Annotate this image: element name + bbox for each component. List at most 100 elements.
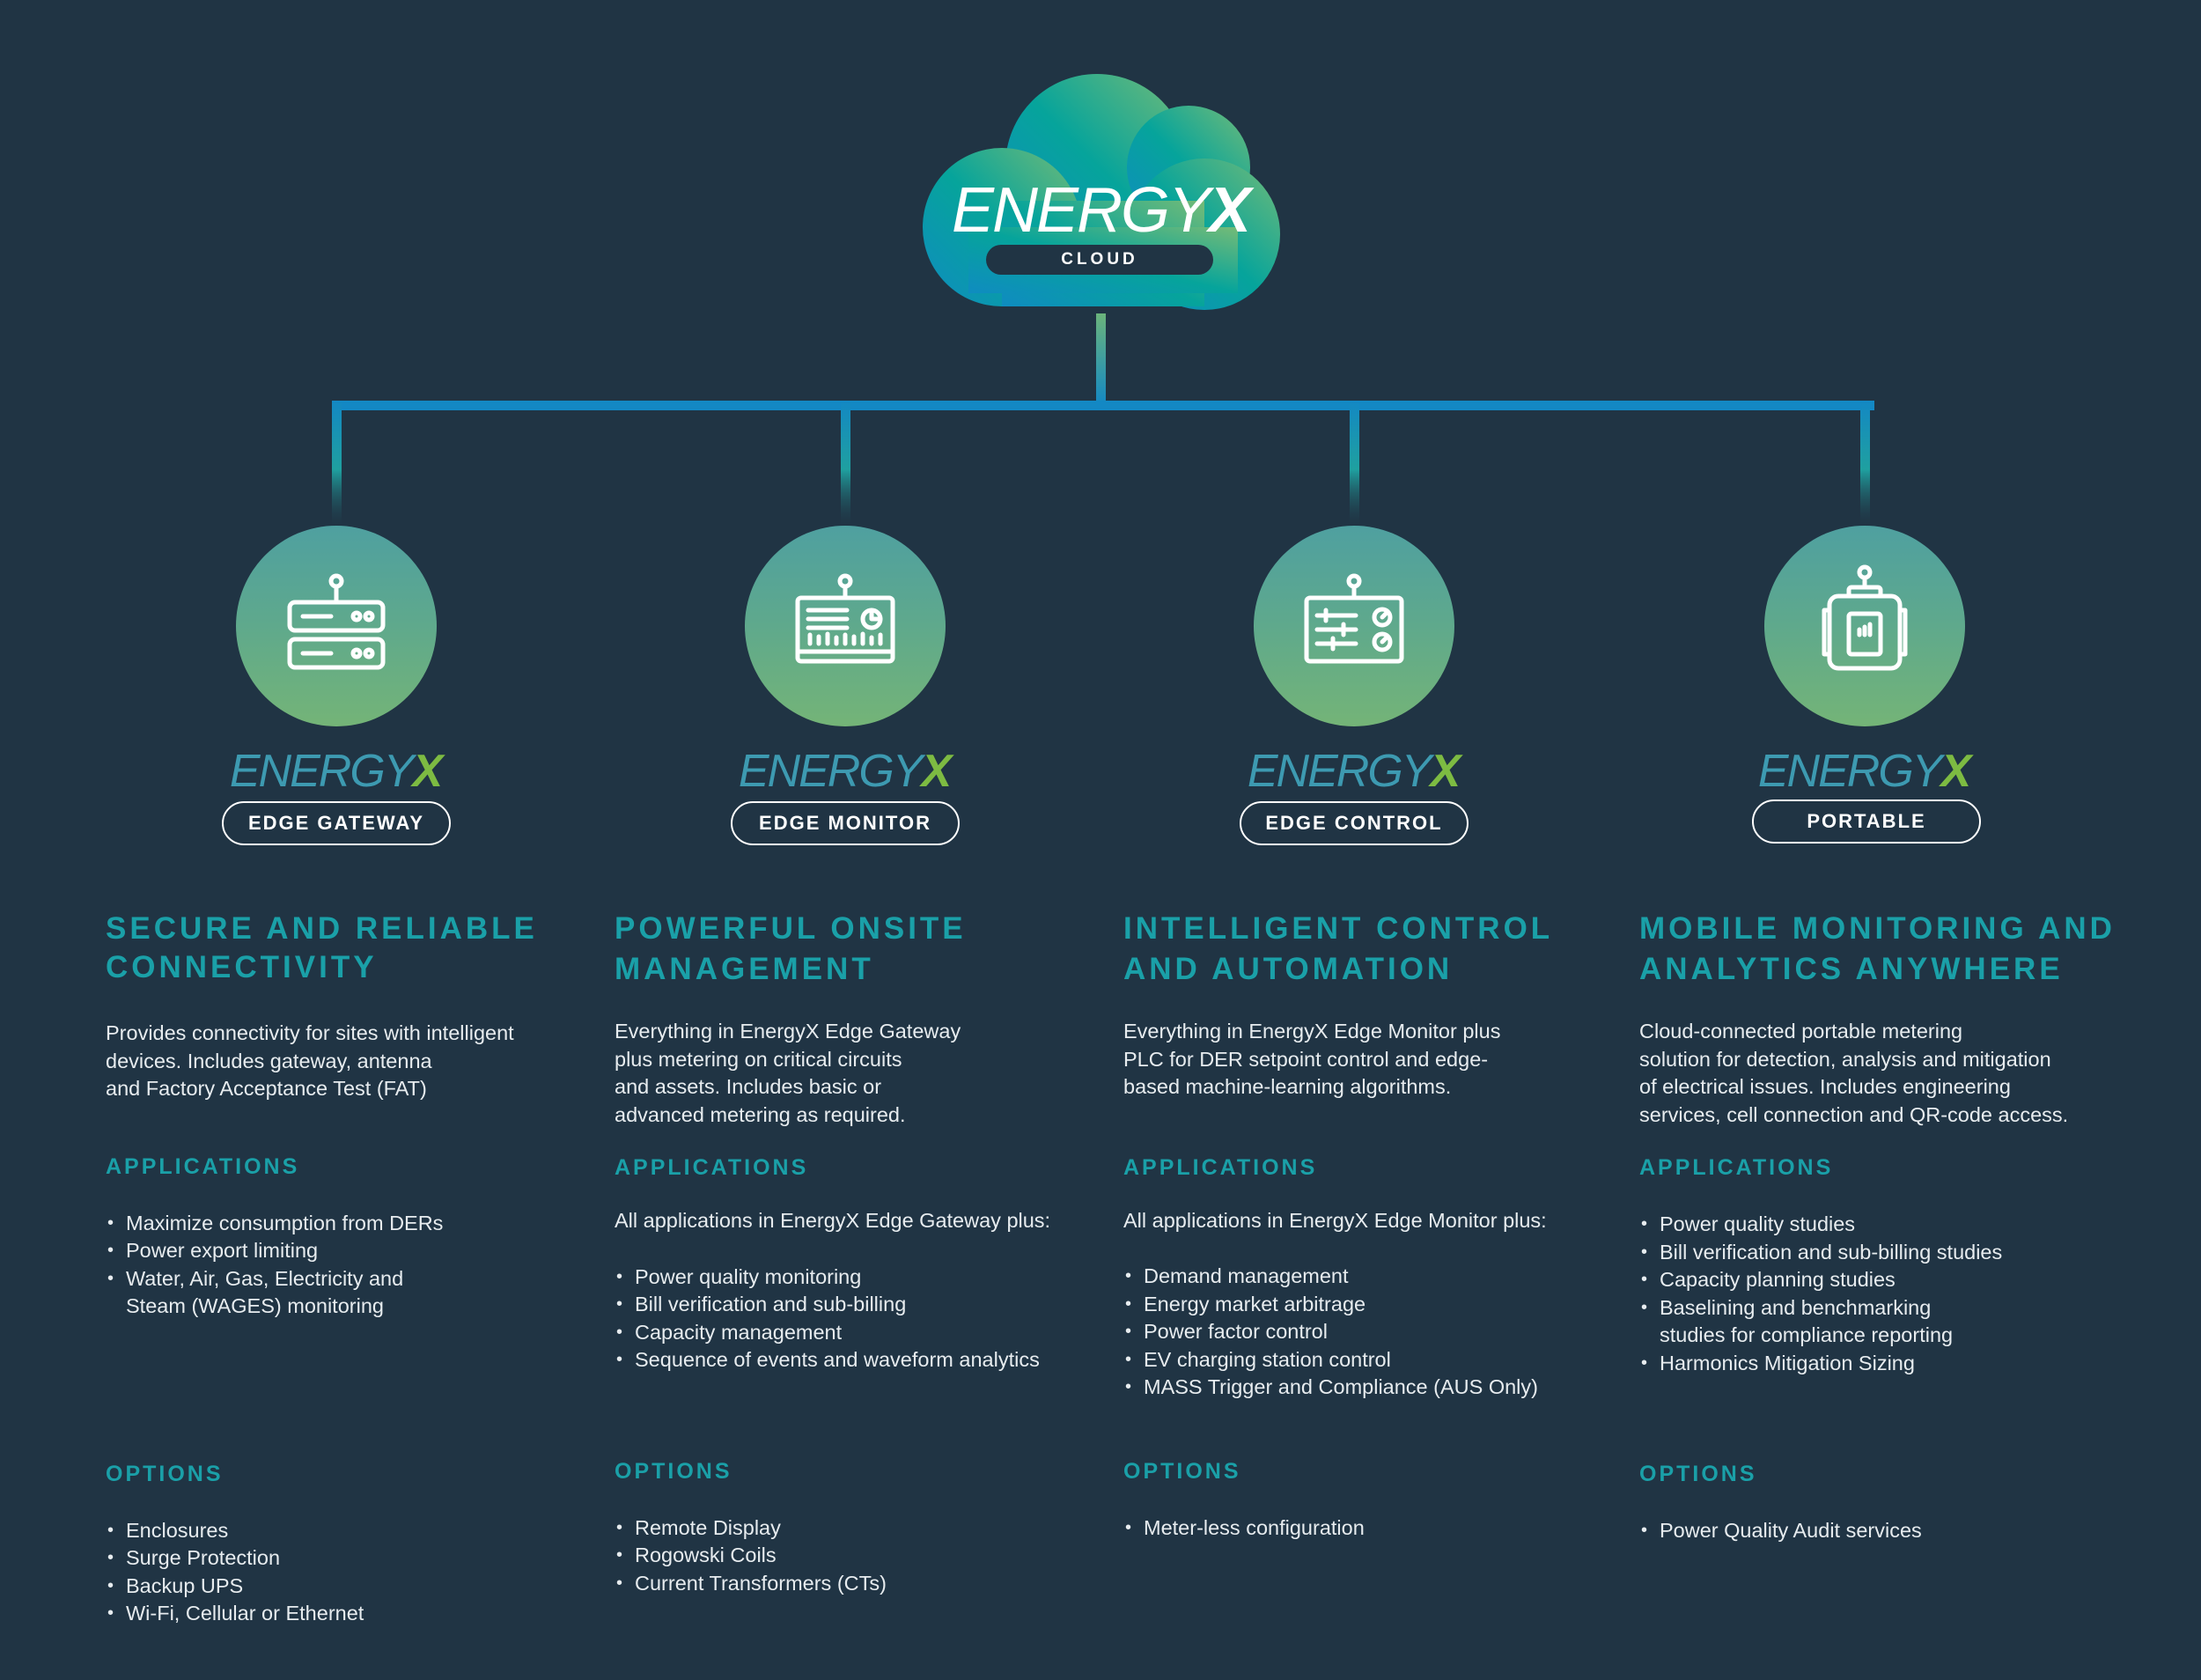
applications-heading: APPLICATIONS xyxy=(106,1153,300,1179)
device-circle-control xyxy=(1254,526,1454,726)
list-item: Maximize consumption from DERs xyxy=(106,1210,599,1238)
device-brand: ENERGY xyxy=(1757,746,1943,797)
energyx-cloud: ENERGYX CLOUD xyxy=(916,69,1285,319)
list-item: Water, Air, Gas, Electricity and xyxy=(106,1265,599,1293)
device-label-control: EDGE CONTROL xyxy=(1240,801,1469,845)
drop-line-monitor xyxy=(841,401,850,526)
list-item: Capacity planning studies xyxy=(1639,1266,2168,1294)
column-description: Cloud-connected portable metering soluti… xyxy=(1639,1018,2168,1129)
description-line: of electrical issues. Includes engineeri… xyxy=(1639,1075,2011,1098)
applications-heading: APPLICATIONS xyxy=(615,1155,809,1180)
list-item: Sequence of events and waveform analytic… xyxy=(615,1346,1108,1374)
list-item: Energy market arbitrage xyxy=(1123,1291,1616,1319)
list-item: Backup UPS xyxy=(106,1573,599,1601)
title-line: SECURE AND RELIABLE xyxy=(106,911,538,946)
list-item: Demand management xyxy=(1123,1263,1616,1291)
device-logo-portable: ENERGYX xyxy=(1724,748,2006,794)
list-item: Meter-less configuration xyxy=(1123,1514,1616,1543)
horizontal-bus-line xyxy=(332,401,1874,410)
list-item: Baselining and benchmarking xyxy=(1639,1294,2168,1323)
column-title: INTELLIGENT CONTROL AND AUTOMATION xyxy=(1123,909,1616,990)
device-brand: ENERGY xyxy=(229,746,415,797)
description-line: solution for detection, analysis and mit… xyxy=(1639,1047,2051,1071)
device-circle-monitor xyxy=(745,526,946,726)
description-line: Provides connectivity for sites with int… xyxy=(106,1021,514,1044)
description-line: and Factory Acceptance Test (FAT) xyxy=(106,1077,427,1100)
title-line: ANALYTICS ANYWHERE xyxy=(1639,952,2064,986)
list-item: Surge Protection xyxy=(106,1544,599,1573)
options-heading: OPTIONS xyxy=(615,1458,732,1484)
list-item: Steam (WAGES) monitoring xyxy=(106,1293,599,1321)
monitor-display-icon xyxy=(795,573,895,664)
list-item: Power quality monitoring xyxy=(615,1264,1108,1292)
options-heading: OPTIONS xyxy=(106,1461,224,1486)
title-line: INTELLIGENT CONTROL xyxy=(1123,911,1554,946)
title-line: MANAGEMENT xyxy=(615,952,874,986)
cloud-logo: ENERGYX xyxy=(916,179,1285,242)
options-list: Meter-less configuration xyxy=(1123,1514,1616,1543)
description-line: Everything in EnergyX Edge Monitor plus xyxy=(1123,1020,1501,1043)
list-item: Capacity management xyxy=(615,1319,1108,1347)
device-brand: ENERGY xyxy=(1247,746,1432,797)
options-list: Power Quality Audit services xyxy=(1639,1517,2168,1545)
description-line: Everything in EnergyX Edge Gateway xyxy=(615,1020,961,1043)
device-circle-gateway xyxy=(236,526,437,726)
applications-list: Power quality studies Bill verification … xyxy=(1639,1211,2168,1377)
column-title: SECURE AND RELIABLE CONNECTIVITY xyxy=(106,909,599,988)
options-list: Enclosures Surge Protection Backup UPS W… xyxy=(106,1517,599,1628)
drop-line-control xyxy=(1350,401,1359,526)
title-line: MOBILE MONITORING AND xyxy=(1639,911,2116,946)
column-edge-monitor: POWERFUL ONSITE MANAGEMENT Everything in… xyxy=(615,909,1108,1597)
device-brand-mark: X xyxy=(921,746,953,797)
applications-intro: All applications in EnergyX Edge Gateway… xyxy=(615,1209,1051,1232)
list-item: MASS Trigger and Compliance (AUS Only) xyxy=(1123,1374,1616,1402)
applications-heading: APPLICATIONS xyxy=(1639,1155,1834,1180)
applications-list: Maximize consumption from DERs Power exp… xyxy=(106,1210,599,1321)
list-item: Remote Display xyxy=(615,1514,1108,1543)
options-heading: OPTIONS xyxy=(1123,1458,1241,1484)
device-brand-mark: X xyxy=(1430,746,1461,797)
device-circle-portable xyxy=(1764,526,1965,726)
column-title: MOBILE MONITORING AND ANALYTICS ANYWHERE xyxy=(1639,909,2168,990)
description-line: Cloud-connected portable metering xyxy=(1639,1020,1963,1043)
list-item: Power factor control xyxy=(1123,1318,1616,1346)
options-heading: OPTIONS xyxy=(1639,1462,1757,1486)
column-description: Everything in EnergyX Edge Monitor plus … xyxy=(1123,1018,1616,1102)
list-item: studies for compliance reporting xyxy=(1639,1322,2168,1350)
column-edge-control: INTELLIGENT CONTROL AND AUTOMATION Every… xyxy=(1123,909,1616,1542)
list-item: Power export limiting xyxy=(106,1237,599,1265)
device-label-portable: PORTABLE xyxy=(1752,799,1981,844)
column-description: Everything in EnergyX Edge Gateway plus … xyxy=(615,1018,1108,1129)
list-item: Harmonics Mitigation Sizing xyxy=(1639,1350,2168,1378)
description-line: based machine-learning algorithms. xyxy=(1123,1075,1452,1098)
control-panel-icon xyxy=(1304,573,1404,664)
cloud-brand-mark: X xyxy=(1209,175,1251,246)
drop-line-portable xyxy=(1860,401,1870,526)
list-item: Rogowski Coils xyxy=(615,1542,1108,1570)
cloud-trunk-line xyxy=(1096,313,1106,405)
portable-case-icon xyxy=(1822,564,1908,671)
applications-list: Power quality monitoring Bill verificati… xyxy=(615,1264,1108,1374)
column-edge-gateway: SECURE AND RELIABLE CONNECTIVITY Provide… xyxy=(106,909,599,1628)
device-brand: ENERGY xyxy=(738,746,924,797)
column-description: Provides connectivity for sites with int… xyxy=(106,1020,599,1103)
description-line: devices. Includes gateway, antenna xyxy=(106,1049,432,1072)
list-item: EV charging station control xyxy=(1123,1346,1616,1374)
title-line: POWERFUL ONSITE xyxy=(615,911,967,946)
description-line: and assets. Includes basic or xyxy=(615,1075,882,1098)
list-item: Power quality studies xyxy=(1639,1211,2168,1239)
device-brand-mark: X xyxy=(412,746,444,797)
column-portable: MOBILE MONITORING AND ANALYTICS ANYWHERE… xyxy=(1639,909,2168,1545)
device-label-monitor: EDGE MONITOR xyxy=(731,801,960,845)
applications-list: Demand management Energy market arbitrag… xyxy=(1123,1263,1616,1402)
list-item-continuation: Steam (WAGES) monitoring xyxy=(126,1294,384,1317)
device-logo-control: ENERGYX xyxy=(1213,748,1495,794)
list-item: Bill verification and sub-billing studie… xyxy=(1639,1239,2168,1267)
list-item: Current Transformers (CTs) xyxy=(615,1570,1108,1598)
device-brand-mark: X xyxy=(1940,746,1972,797)
title-line: AND AUTOMATION xyxy=(1123,952,1454,986)
server-rack-icon xyxy=(287,573,386,670)
cloud-brand: ENERGY xyxy=(951,175,1211,246)
description-line: services, cell connection and QR-code ac… xyxy=(1639,1102,2069,1126)
